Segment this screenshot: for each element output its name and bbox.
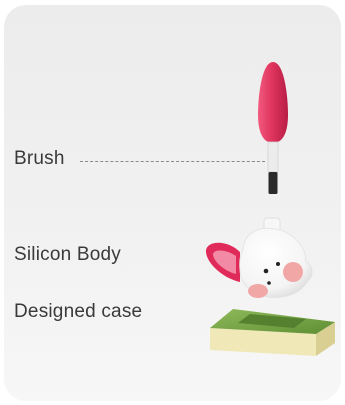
brush-handle [258,62,288,143]
brush-icon [258,62,288,194]
right-eye [276,262,280,266]
left-eye [264,269,269,274]
silicon-body-icon [206,218,312,298]
designed-case-icon [210,309,335,356]
brush-bristles [269,172,278,194]
left-cheek [248,284,268,298]
brush-ferrule [268,142,278,172]
nose [267,281,271,285]
right-cheek [283,262,303,282]
